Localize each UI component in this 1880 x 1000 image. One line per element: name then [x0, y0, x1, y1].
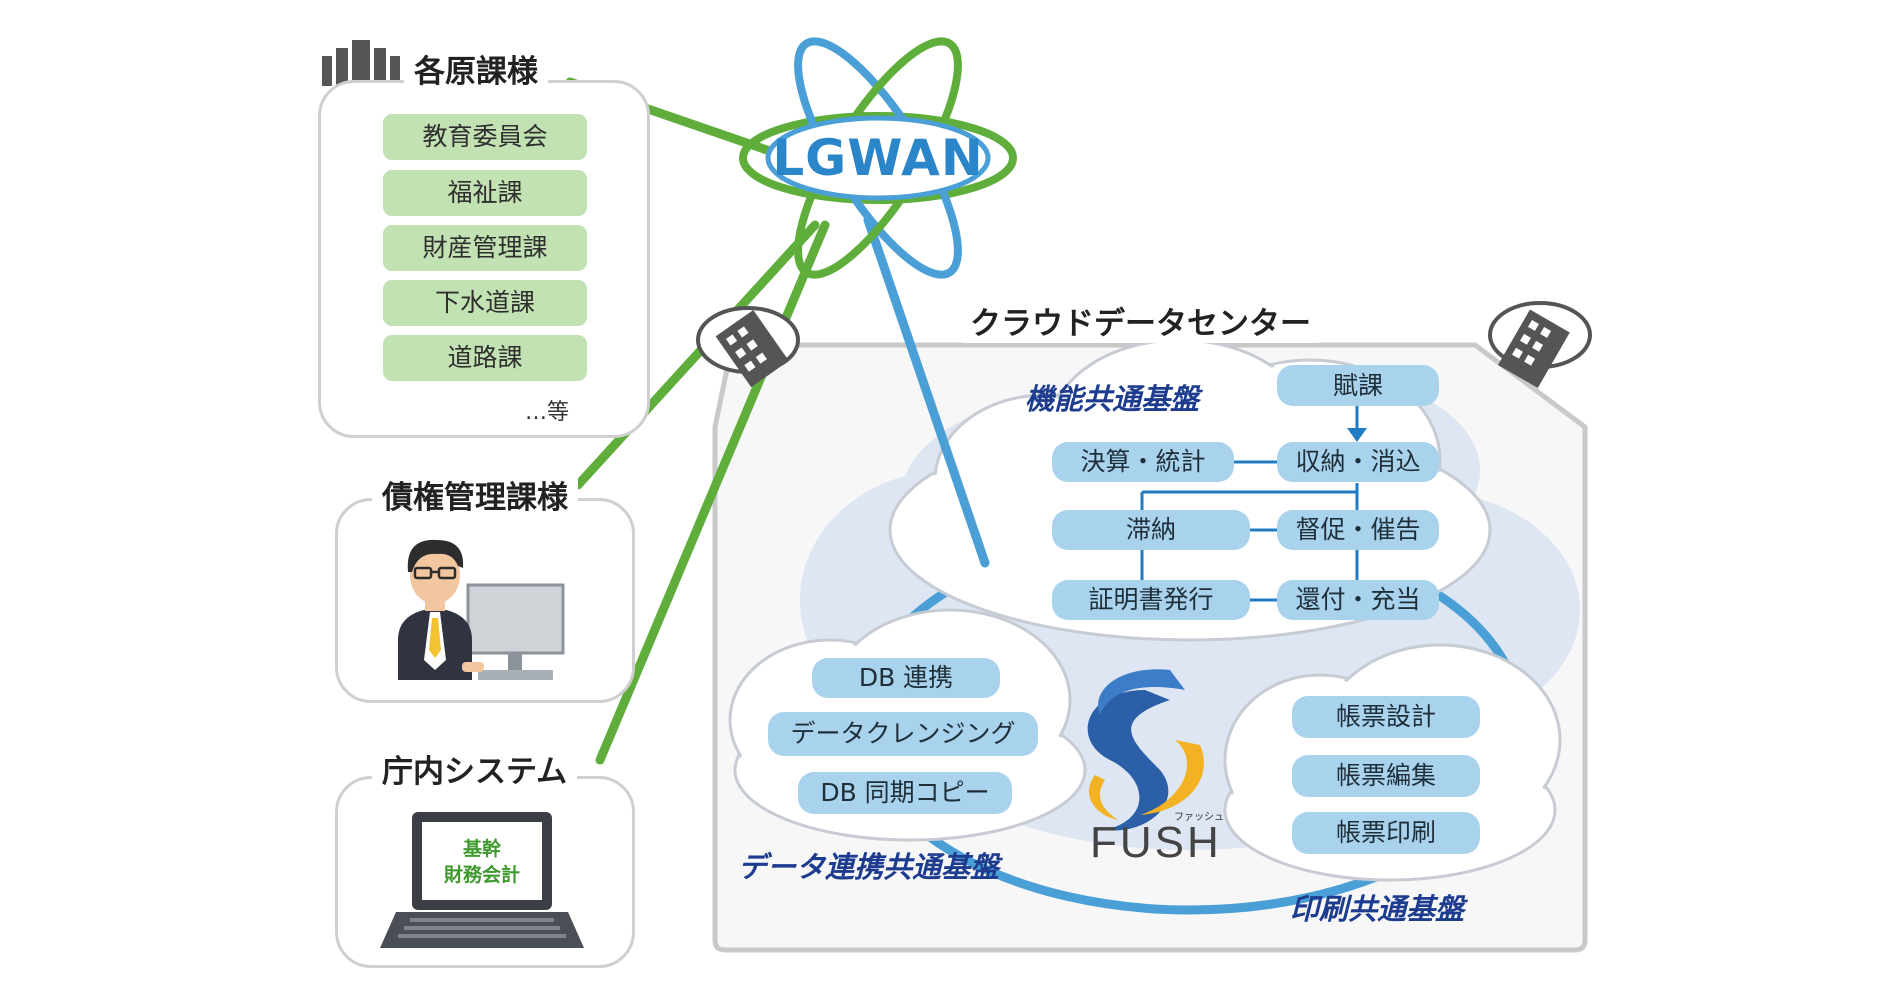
print-item-design: 帳票設計 [1292, 696, 1480, 738]
tainou-pill: 滞納 [1052, 510, 1250, 550]
fush-brand-name: FUSH [1090, 818, 1222, 867]
kanpu-pill: 還付・充当 [1277, 580, 1439, 620]
fush-ruby: ファッシュ [1174, 812, 1224, 823]
print-item-edit: 帳票編集 [1292, 755, 1480, 797]
lgwan-label: LGWAN [772, 129, 984, 187]
cloud-building-icon-left [696, 306, 800, 388]
shomei-pill: 証明書発行 [1052, 580, 1250, 620]
fuka-pill: 賦課 [1277, 365, 1439, 406]
data-item-sync-copy: DB 同期コピー [798, 772, 1012, 814]
print-item-print: 帳票印刷 [1292, 812, 1480, 854]
cloud-center-title: クラウドデータセンター [962, 298, 1319, 343]
print-platform-title: 印刷共通基盤 [1290, 892, 1465, 926]
department-item: 福祉課 [383, 170, 587, 216]
data-platform-title: データ連携共通基盤 [738, 850, 1000, 884]
department-item: 道路課 [383, 335, 587, 381]
laptop-screen-line1: 基幹 [462, 838, 501, 860]
blue-network-line [863, 215, 990, 568]
department-item: 財産管理課 [383, 225, 587, 271]
internal-system-title: 庁内システム [372, 752, 578, 792]
fush-logo-icon [1087, 669, 1204, 831]
data-item-cleansing: データクレンジング [768, 712, 1038, 756]
debt-management-panel [335, 498, 635, 703]
tokusoku-pill: 督促・催告 [1277, 510, 1439, 550]
department-item: 教育委員会 [383, 114, 587, 160]
cloud-building-icon-right [1488, 301, 1592, 388]
building-icon [322, 40, 400, 86]
shuno-pill: 収納・消込 [1277, 442, 1439, 482]
departments-title: 各原課様 [404, 52, 548, 92]
departments-etc: …等 [525, 400, 570, 425]
department-item: 下水道課 [383, 280, 587, 326]
laptop-screen-line2: 財務会計 [443, 864, 520, 886]
function-platform-title: 機能共通基盤 [1025, 382, 1200, 416]
debt-management-title: 債権管理課様 [372, 478, 578, 518]
data-item-db-link: DB 連携 [812, 658, 1000, 698]
kessan-pill: 決算・統計 [1052, 442, 1234, 482]
arrow-down-icon [1347, 428, 1367, 442]
